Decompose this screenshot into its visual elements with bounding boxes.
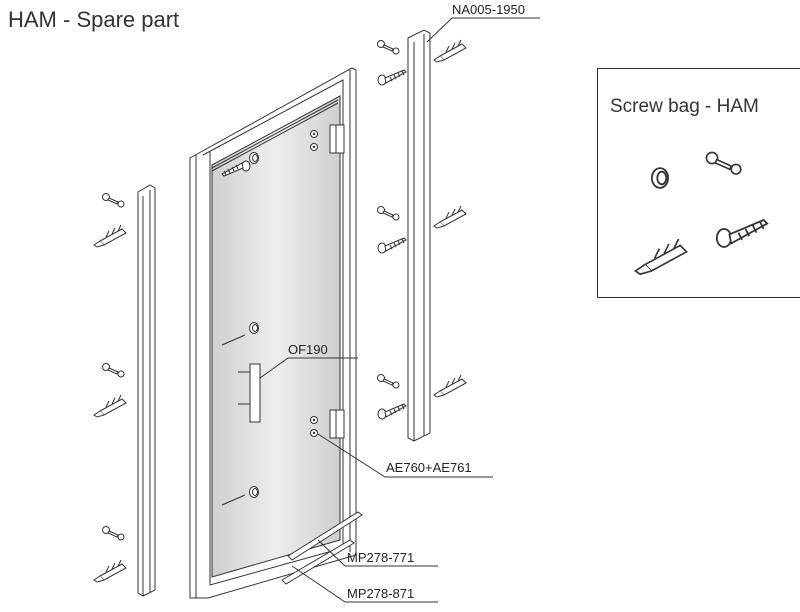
leader-line <box>317 539 438 567</box>
bottom-seal-strips <box>281 511 363 585</box>
screw-icon <box>377 237 407 254</box>
screw-icon <box>377 69 407 86</box>
leader-line <box>291 565 438 603</box>
small-screw-icon <box>377 374 400 389</box>
label-seal-2: MP278-871 <box>347 586 414 601</box>
hinge-hole <box>310 130 318 138</box>
small-screw-icon <box>102 193 125 208</box>
screw-icon <box>377 403 407 420</box>
hinge-hole <box>310 143 318 151</box>
left-wall-profile <box>137 184 156 597</box>
small-screw-icon <box>102 363 125 378</box>
glass-panel <box>211 95 341 578</box>
label-seal-1: MP278-771 <box>347 550 414 565</box>
label-profile: NA005-1950 <box>452 2 525 17</box>
cap-icon <box>249 486 259 498</box>
wall-plug-icon <box>433 39 467 63</box>
wall-plug-icon <box>93 224 127 248</box>
leader-line <box>259 357 358 379</box>
cap-icon <box>249 322 259 334</box>
screw-bag-title: Screw bag - HAM <box>610 96 759 117</box>
wall-plug-icon <box>93 559 127 583</box>
page-title: HAM - Spare part <box>8 7 179 32</box>
hinge-top <box>329 124 345 154</box>
hinge-bottom <box>329 409 345 439</box>
cap-icon <box>651 167 669 189</box>
hinge-hole <box>310 416 318 424</box>
label-handle: OF190 <box>288 342 328 357</box>
wall-plug-icon <box>433 205 467 229</box>
leader-line <box>426 17 540 43</box>
small-screw-icon <box>102 526 125 541</box>
handle <box>238 363 261 423</box>
screw-bag-box: Screw bag - HAM <box>597 68 800 298</box>
screw-icon <box>221 334 246 506</box>
leader-line <box>317 433 493 478</box>
wall-plug-icon <box>93 394 127 418</box>
hinge-hole <box>310 429 318 437</box>
small-screw-icon <box>377 40 400 55</box>
top-seal <box>211 99 339 172</box>
small-screw-icon <box>377 206 400 221</box>
wall-plug-icon <box>433 374 467 398</box>
cap-icon <box>249 152 259 164</box>
right-wall-profile <box>407 29 431 442</box>
label-hinge: AE760+AE761 <box>386 460 472 475</box>
